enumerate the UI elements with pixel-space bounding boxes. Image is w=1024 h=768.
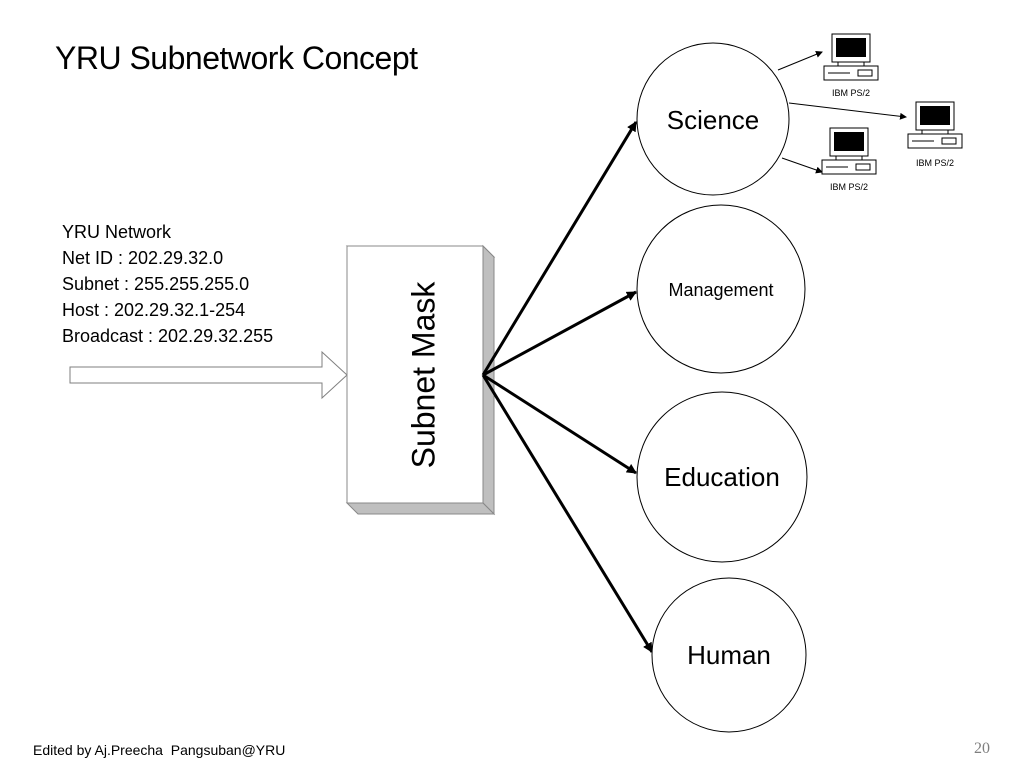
subnet-science-label: Science [667, 105, 760, 135]
page-title: YRU Subnetwork Concept [55, 40, 418, 76]
computer-icon [821, 127, 877, 175]
computer-1: IBM PS/2 [823, 33, 879, 98]
host-range: Host : 202.29.32.1-254 [62, 300, 246, 320]
subnet-management-label: Management [668, 280, 773, 300]
subnet-mask-box: Subnet Mask [345, 244, 496, 516]
computer-1-label: IBM PS/2 [832, 88, 870, 98]
subnet-diagram: Subnet Mask Science Management Education… [69, 33, 963, 733]
connector-arrows [481, 121, 654, 653]
net-id: Net ID : 202.29.32.0 [62, 248, 224, 268]
subnet-education-label: Education [664, 462, 780, 492]
subnet-science: Science [636, 42, 790, 196]
computer-3: IBM PS/2 [821, 127, 877, 192]
network-info: YRU Network Net ID : 202.29.32.0 Subnet … [62, 219, 273, 349]
computer-3-label: IBM PS/2 [830, 182, 868, 192]
computer-icon [907, 101, 963, 149]
subnet-mask-label: Subnet Mask [405, 281, 441, 469]
subnet-human: Human [651, 577, 807, 733]
subnet-management: Management [636, 204, 806, 374]
computer-2: IBM PS/2 [907, 101, 963, 168]
computer-links [777, 51, 907, 174]
computer-2-label: IBM PS/2 [916, 158, 954, 168]
page-number: 20 [974, 740, 990, 757]
subnet-human-label: Human [687, 640, 771, 670]
subnet-education: Education [636, 391, 808, 563]
footer-credit: Edited by Aj.Preecha Pangsuban@YRU [33, 742, 286, 758]
computer-icon [823, 33, 879, 81]
subnet-value: Subnet : 255.255.255.0 [62, 274, 250, 294]
input-arrow [69, 350, 348, 400]
network-name: YRU Network [62, 222, 172, 242]
broadcast-address: Broadcast : 202.29.32.255 [62, 326, 274, 346]
